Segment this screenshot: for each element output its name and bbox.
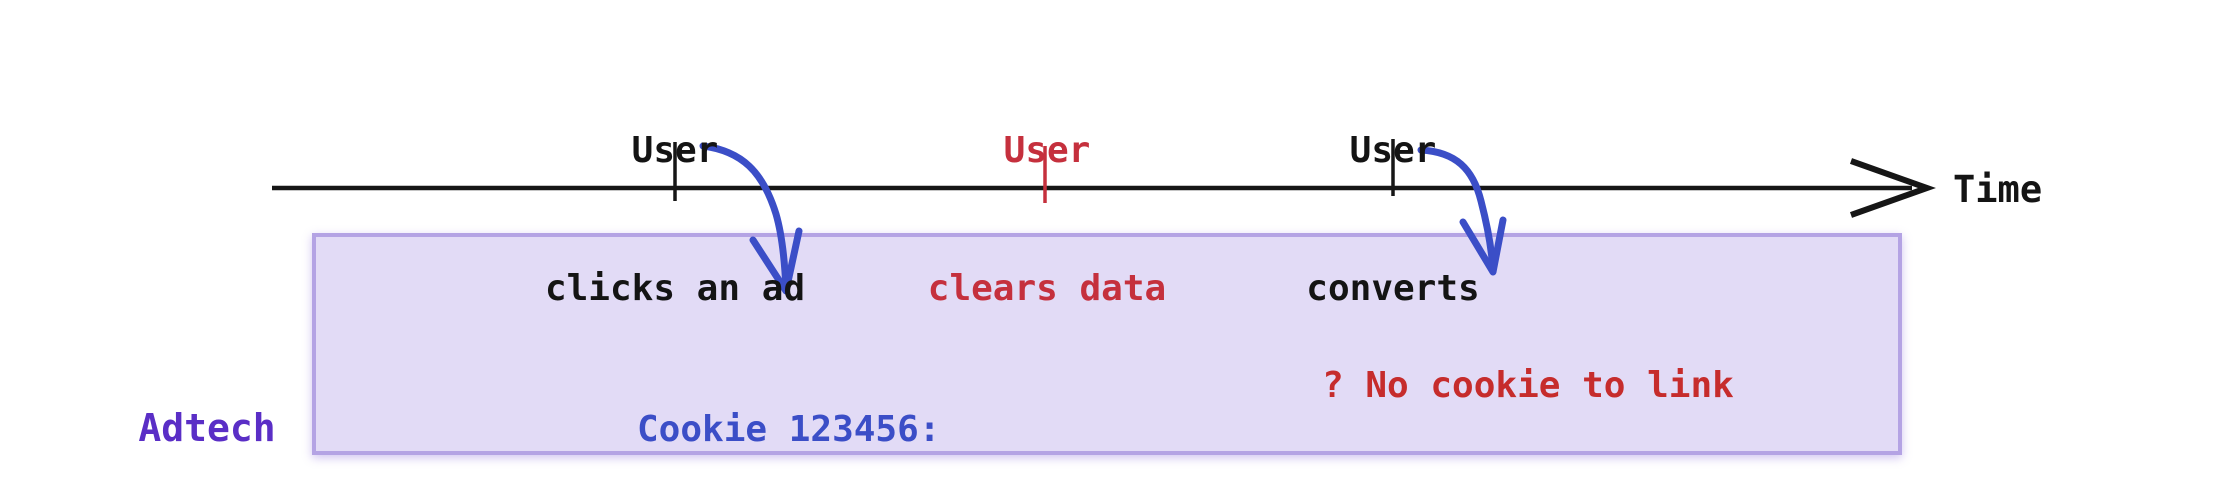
warning-note-line: ? No cookie to link (1322, 365, 1734, 406)
adtech-server-label: Adtech server (138, 298, 275, 498)
conversion-to-warning-arrow-icon (1417, 146, 1497, 275)
time-axis-label: Time (1953, 168, 2043, 211)
click-to-cookie-arrowhead-icon (749, 227, 803, 295)
adtech-server-box (312, 233, 1902, 455)
event-label-line: clears data (927, 268, 1167, 309)
time-axis-arrowhead-icon (1849, 158, 1936, 218)
cookie-note-line: Cookie 123456: (637, 409, 941, 450)
adtech-server-label-line: Adtech (138, 406, 276, 450)
event-label-line: User (1003, 130, 1091, 171)
no-conversion-warning-note: ? No cookie to link this conversion to ⇒… (1322, 273, 1734, 498)
event-label-line: clicks an ad (544, 268, 806, 309)
click-to-cookie-arrow-icon (699, 142, 790, 294)
event-label-user-converts: User converts (1306, 36, 1479, 404)
conversion-to-warning-arrowhead-icon (1459, 216, 1507, 276)
event-label-line: User (1349, 130, 1437, 171)
cookie-logged-note: Cookie 123456: Ad clicked (637, 312, 940, 498)
event-label-line: converts (1306, 268, 1480, 309)
event-label-user-clicks-ad: User clicks an ad (545, 36, 805, 404)
event-label-user-clears-data: User clears data (928, 36, 1166, 404)
event-label-line: User (631, 130, 719, 171)
